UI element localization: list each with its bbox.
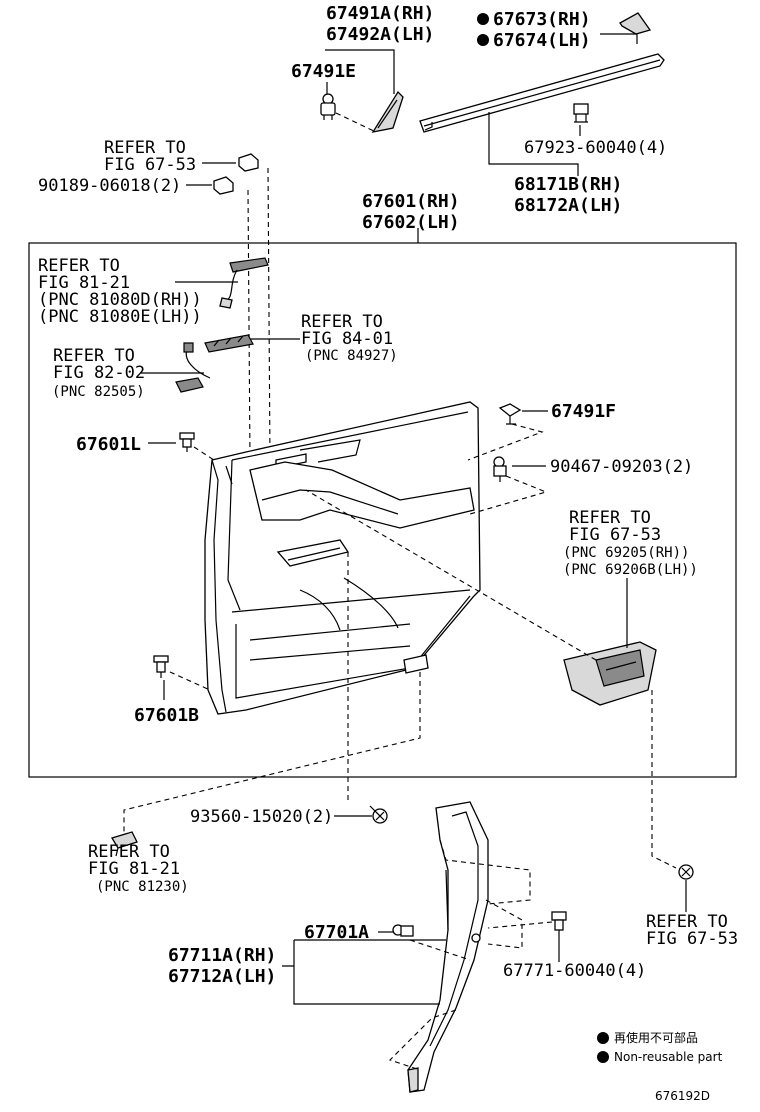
label-ref8202-3: (PNC 82505) — [52, 384, 145, 400]
nut-90189[interactable] — [213, 176, 234, 195]
label-67701A: 67701A — [304, 922, 369, 943]
dash-67601B — [169, 671, 211, 691]
label-67491A: 67491A(RH) — [326, 3, 434, 24]
screw-ref6753c[interactable] — [678, 864, 694, 880]
label-ref6753a-1: REFER TO — [104, 138, 186, 158]
label-67601: 67601(RH) — [362, 191, 460, 212]
clip-67601B[interactable] — [153, 655, 169, 678]
label-ref8121-4: (PNC 81080E(LH)) — [38, 307, 202, 327]
power-window-switch-84-01[interactable] — [204, 334, 254, 353]
label-ref8202-2: FIG 82-02 — [53, 363, 145, 383]
door-trim-assembly-frame — [28, 242, 737, 778]
kick-panel-67711A[interactable] — [407, 801, 489, 1093]
label-ref8121-1: REFER TO — [38, 256, 120, 276]
dash-panel-to-lamp — [123, 672, 421, 832]
label-ref6753c-2: FIG 67-53 — [646, 929, 738, 949]
label-ref8202-1: REFER TO — [53, 346, 135, 366]
label-93560: 93560-15020(2) — [190, 807, 333, 827]
clip-67491F[interactable] — [498, 403, 522, 425]
dash-handle-to-screw — [651, 690, 677, 869]
label-ref81230-2: FIG 81-21 — [88, 859, 180, 879]
dash-kick-clip — [409, 939, 471, 961]
label-67673: 67673(RH) — [493, 9, 591, 30]
label-ref6753a-2: FIG 67-53 — [104, 155, 196, 175]
dash-kick-outline — [388, 839, 531, 1071]
label-ref81230-1: REFER TO — [88, 842, 170, 862]
legend-bullet-jp — [597, 1032, 609, 1044]
label-ref8121-3: (PNC 81080D(RH)) — [38, 290, 202, 310]
leader-68171B — [488, 112, 579, 176]
label-ref6753b-3: (PNC 69205(RH)) — [563, 545, 689, 561]
bullet-67673 — [477, 13, 489, 25]
label-67602: 67602(LH) — [362, 212, 460, 233]
figure-code: 676192D — [655, 1089, 710, 1103]
clip-90467[interactable] — [493, 456, 507, 482]
bullet-67674 — [477, 34, 489, 46]
label-67923: 67923-60040(4) — [524, 138, 667, 158]
label-ref6753b-2: FIG 67-53 — [569, 525, 661, 545]
dash-67771 — [487, 921, 553, 929]
label-67601L: 67601L — [76, 434, 141, 455]
label-67491F: 67491F — [551, 401, 616, 422]
label-90467: 90467-09203(2) — [550, 457, 693, 477]
label-67492A: 67492A(LH) — [326, 24, 434, 45]
courtesy-lamp-81230[interactable] — [111, 831, 138, 857]
door-trim-board-67601[interactable] — [204, 401, 481, 715]
label-ref81230-3: (PNC 81230) — [96, 879, 189, 895]
belt-moulding-68171B[interactable] — [419, 53, 665, 133]
label-67711A: 67711A(RH) — [168, 945, 276, 966]
leader-67491A — [325, 49, 395, 94]
leader-67673 — [600, 33, 638, 44]
courtesy-lamp-82-02[interactable] — [175, 342, 211, 393]
legend-text-en: Non-reusable part — [614, 1050, 723, 1064]
label-68171B: 68171B(RH) — [514, 174, 622, 195]
label-ref8401-2: FIG 84-01 — [301, 329, 393, 349]
clip-67923[interactable] — [573, 103, 589, 123]
clip-67701A[interactable] — [392, 924, 414, 937]
dash-67491F — [467, 423, 544, 461]
label-ref6753b-4: (PNC 69206B(LH)) — [563, 562, 698, 578]
legend-bullet-en — [597, 1051, 609, 1063]
label-67771: 67771-60040(4) — [503, 961, 646, 981]
retainer-clip-upper[interactable] — [238, 153, 259, 172]
inside-handle-bezel[interactable] — [563, 641, 657, 706]
label-ref8401-3: (PNC 84927) — [305, 348, 398, 364]
screw-93560[interactable] — [369, 805, 388, 824]
clip-67601L[interactable] — [179, 432, 195, 452]
label-67712A: 67712A(LH) — [168, 966, 276, 987]
clip-67491E[interactable] — [320, 93, 336, 120]
dash-90467 — [469, 475, 548, 515]
label-67674: 67674(LH) — [493, 30, 591, 51]
dash-nut-90189 — [247, 189, 251, 461]
dash-67601L — [193, 446, 215, 461]
dash-67491E — [335, 112, 377, 133]
label-ref6753c-1: REFER TO — [646, 912, 728, 932]
label-ref6753b-1: REFER TO — [569, 508, 651, 528]
label-90189: 90189-06018(2) — [38, 176, 181, 196]
clip-67771[interactable] — [551, 911, 567, 931]
leader-67711A — [282, 939, 446, 1005]
label-67491E: 67491E — [291, 61, 356, 82]
label-68172A: 68172A(LH) — [514, 195, 622, 216]
label-67601B: 67601B — [134, 705, 199, 726]
end-cap-67673[interactable] — [619, 12, 652, 35]
mirror-switch-81-21[interactable] — [219, 257, 269, 309]
dash-clip-upper — [267, 167, 271, 461]
dash-handle-bezel — [305, 489, 597, 661]
label-ref8121-2: FIG 81-21 — [38, 273, 130, 293]
corner-cover-67491A[interactable] — [371, 90, 404, 133]
legend-text-jp: 再使用不可部品 — [614, 1030, 698, 1045]
label-ref8401-1: REFER TO — [301, 312, 383, 332]
